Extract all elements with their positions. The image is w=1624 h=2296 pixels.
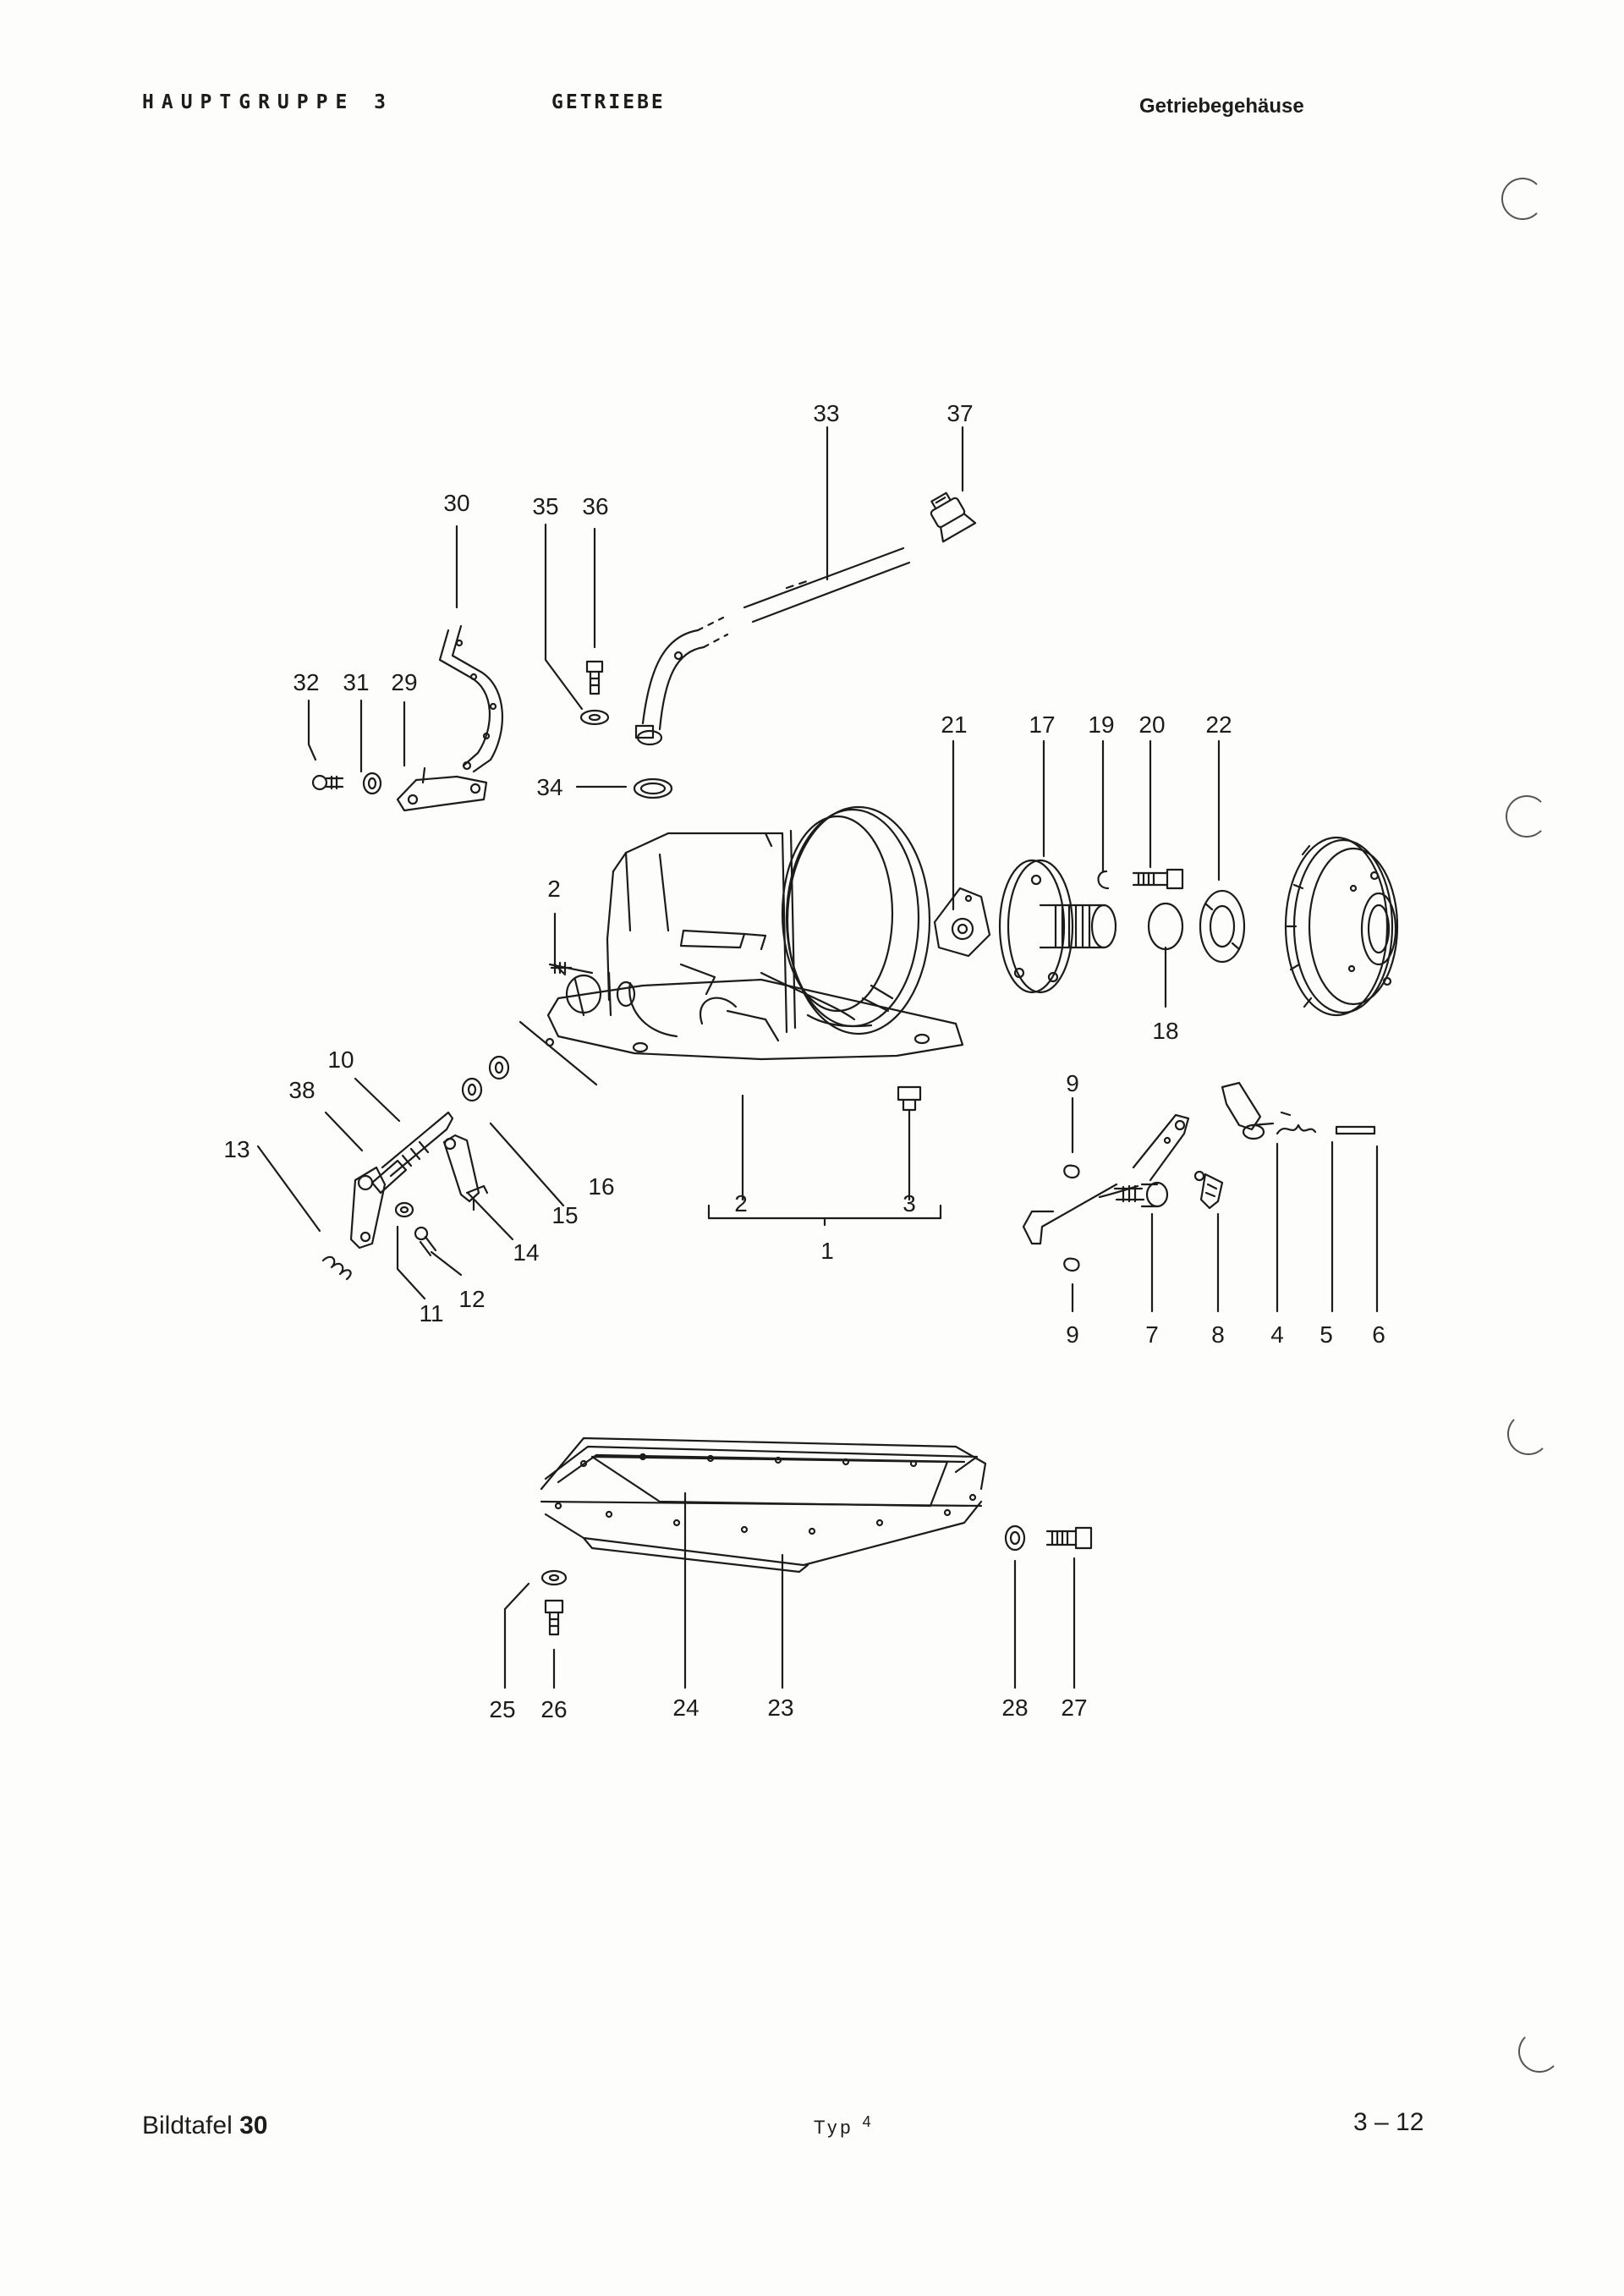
spring-5 [1276, 1111, 1317, 1135]
callout-7: 7 [1145, 1321, 1159, 1348]
drain-bolt-26 [544, 1599, 564, 1636]
callout-33: 33 [813, 400, 839, 426]
bolt-36 [585, 660, 604, 695]
subsection-title: Getriebegehäuse [1139, 95, 1304, 118]
callout-8: 8 [1211, 1321, 1225, 1348]
callout-30: 30 [443, 490, 469, 516]
washer-15 [461, 1077, 483, 1102]
callout-5: 5 [1320, 1321, 1333, 1348]
lever-14 [442, 1134, 489, 1211]
gasket-24 [544, 1445, 979, 1484]
callout-17: 17 [1029, 711, 1055, 738]
callout-9-upper: 9 [1066, 1070, 1079, 1096]
bolt-27 [1045, 1526, 1093, 1550]
plate-number: 30 [239, 2112, 268, 2139]
detent-lever-4 [1221, 1081, 1275, 1140]
clip-9-lower [1063, 1257, 1080, 1272]
callout-1: 1 [820, 1238, 834, 1264]
plug-8 [1193, 1170, 1224, 1210]
callout-13: 13 [223, 1136, 250, 1162]
dipstick-cap [930, 492, 977, 543]
callout-37: 37 [946, 400, 973, 426]
type-caption: Typ 4 [814, 2113, 875, 2139]
clutch-drum [1284, 836, 1399, 1017]
callout-23: 23 [767, 1695, 793, 1721]
callout-20: 20 [1138, 711, 1165, 738]
callout-25: 25 [489, 1696, 515, 1722]
washer-31 [362, 772, 382, 795]
callout-31: 31 [343, 669, 369, 695]
washer-25 [540, 1569, 568, 1586]
bolt-32 [311, 774, 344, 791]
transmission-housing [545, 805, 964, 1061]
page-number: 3 – 12 [1353, 2108, 1424, 2136]
washer-35 [579, 709, 610, 726]
washer-11 [394, 1201, 414, 1218]
dipstick-tube [634, 547, 911, 746]
plate-caption: Bildtafel 30 [142, 2112, 267, 2140]
o-ring-18 [1147, 902, 1184, 951]
callout-12: 12 [458, 1286, 485, 1312]
callout-26: 26 [540, 1696, 567, 1722]
callout-24: 24 [672, 1695, 699, 1721]
callout-35: 35 [532, 493, 558, 519]
binder-hole-mark [1506, 795, 1548, 838]
plate-label: Bildtafel [142, 2112, 233, 2139]
callout-numbers: 33 37 30 35 36 32 31 29 34 21 17 19 20 2… [223, 400, 1385, 1722]
binder-hole-mark [1507, 1413, 1550, 1455]
callout-19: 19 [1088, 711, 1114, 738]
binder-hole-mark [1501, 178, 1544, 220]
callout-16: 16 [588, 1173, 614, 1200]
callout-10: 10 [327, 1046, 354, 1073]
callout-36: 36 [582, 493, 608, 519]
pump-housing-17 [998, 859, 1117, 994]
circlip-19 [1097, 870, 1110, 890]
callout-2-lower: 2 [734, 1190, 748, 1217]
callout-29: 29 [391, 669, 417, 695]
binder-hole-mark [1518, 2030, 1561, 2073]
pump-plate-21 [933, 887, 991, 958]
thrust-washer-22 [1199, 889, 1246, 964]
pin-6 [1335, 1125, 1376, 1135]
washer-16 [488, 1055, 510, 1080]
callout-28: 28 [1001, 1695, 1028, 1721]
seal-34 [633, 777, 673, 799]
callout-2-upper: 2 [547, 876, 561, 902]
bolt-12 [414, 1226, 437, 1257]
main-group-title: HAUPTGRUPPE 3 [142, 91, 394, 113]
cable-bracket [438, 624, 503, 773]
callout-6: 6 [1372, 1321, 1385, 1348]
clip-9-upper [1063, 1164, 1080, 1179]
callout-9-lower: 9 [1066, 1321, 1079, 1348]
bolt-3 [897, 1085, 922, 1112]
section-title: GETRIEBE [551, 91, 666, 113]
washer-28 [1004, 1524, 1026, 1552]
leader-lines [256, 426, 1379, 1689]
spring-13 [321, 1255, 352, 1281]
callout-34: 34 [536, 774, 562, 800]
type-label: Typ [814, 2117, 854, 2138]
shaft-10-38 [370, 1111, 454, 1195]
callout-3: 3 [903, 1190, 916, 1217]
lever-13 [349, 1166, 387, 1250]
callout-21: 21 [941, 711, 967, 738]
bolt-20 [1132, 868, 1184, 890]
callout-32: 32 [293, 669, 319, 695]
callout-11: 11 [419, 1300, 443, 1327]
bracket-plate [396, 766, 488, 812]
callout-22: 22 [1205, 711, 1232, 738]
callout-14: 14 [513, 1239, 539, 1266]
callout-4: 4 [1270, 1321, 1284, 1348]
callout-27: 27 [1061, 1695, 1087, 1721]
type-number: 4 [862, 2113, 875, 2130]
callout-18: 18 [1152, 1018, 1178, 1044]
callout-15: 15 [551, 1202, 578, 1228]
callout-38: 38 [288, 1077, 315, 1103]
selector-lever-7 [1022, 1113, 1190, 1245]
